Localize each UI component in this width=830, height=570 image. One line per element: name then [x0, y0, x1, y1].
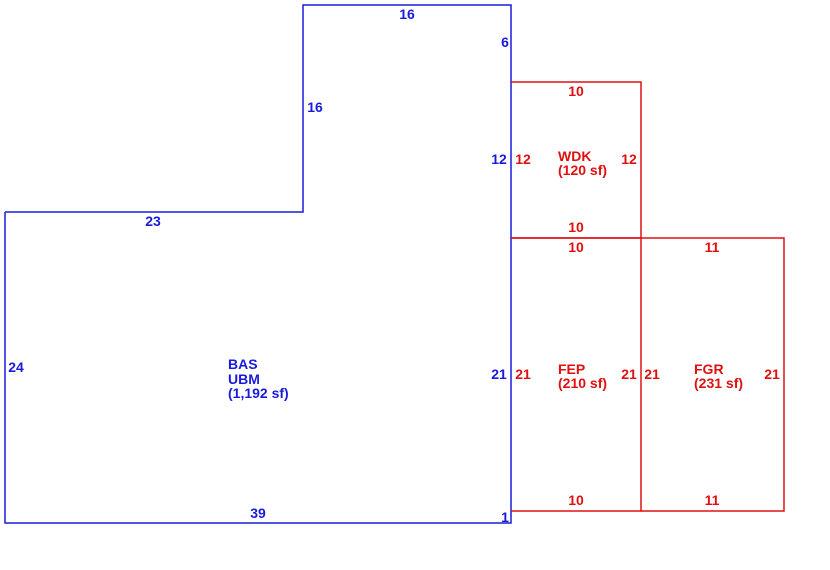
fgr-dim-bottom: 11 [705, 492, 720, 508]
wdk-dim-right: 12 [621, 151, 637, 167]
fgr-dim-right: 21 [764, 366, 780, 382]
wdk-dim-top: 10 [568, 83, 584, 99]
wdk-dim-left: 12 [515, 151, 531, 167]
fgr-outline [641, 237, 785, 512]
bas-dim-right-upper: 6 [501, 34, 509, 50]
bas-area: (1,192 sf) [228, 385, 289, 401]
bas-code: BAS [228, 356, 258, 372]
wdk-dim-bottom: 10 [568, 219, 584, 235]
fep-dim-top: 10 [568, 239, 584, 255]
bas-dim-left-upper: 16 [307, 99, 323, 115]
bas-dim-bottom: 39 [250, 505, 266, 521]
bas-dim-top: 16 [399, 6, 415, 22]
bas-dim-right-short: 1 [501, 509, 509, 525]
bas-dim-step: 23 [145, 213, 161, 229]
fgr-area: (231 sf) [694, 375, 743, 391]
fep-area: (210 sf) [558, 375, 607, 391]
fep-code: FEP [558, 361, 585, 377]
wdk-code: WDK [558, 148, 591, 164]
bas-dim-left: 24 [8, 359, 24, 375]
ubm-code: UBM [228, 371, 260, 387]
fep-dim-bottom: 10 [568, 492, 584, 508]
bas-dim-right-lower: 21 [491, 366, 507, 382]
fep-dim-left: 21 [515, 366, 531, 382]
fgr-dim-left: 21 [644, 366, 660, 382]
wdk-area: (120 sf) [558, 162, 607, 178]
bas-dim-right-mid: 12 [491, 151, 507, 167]
fep-dim-right: 21 [621, 366, 637, 382]
bas-outline [4, 4, 512, 524]
fgr-code: FGR [694, 361, 724, 377]
fgr-dim-top: 11 [705, 239, 720, 255]
fep-outline [511, 237, 642, 512]
